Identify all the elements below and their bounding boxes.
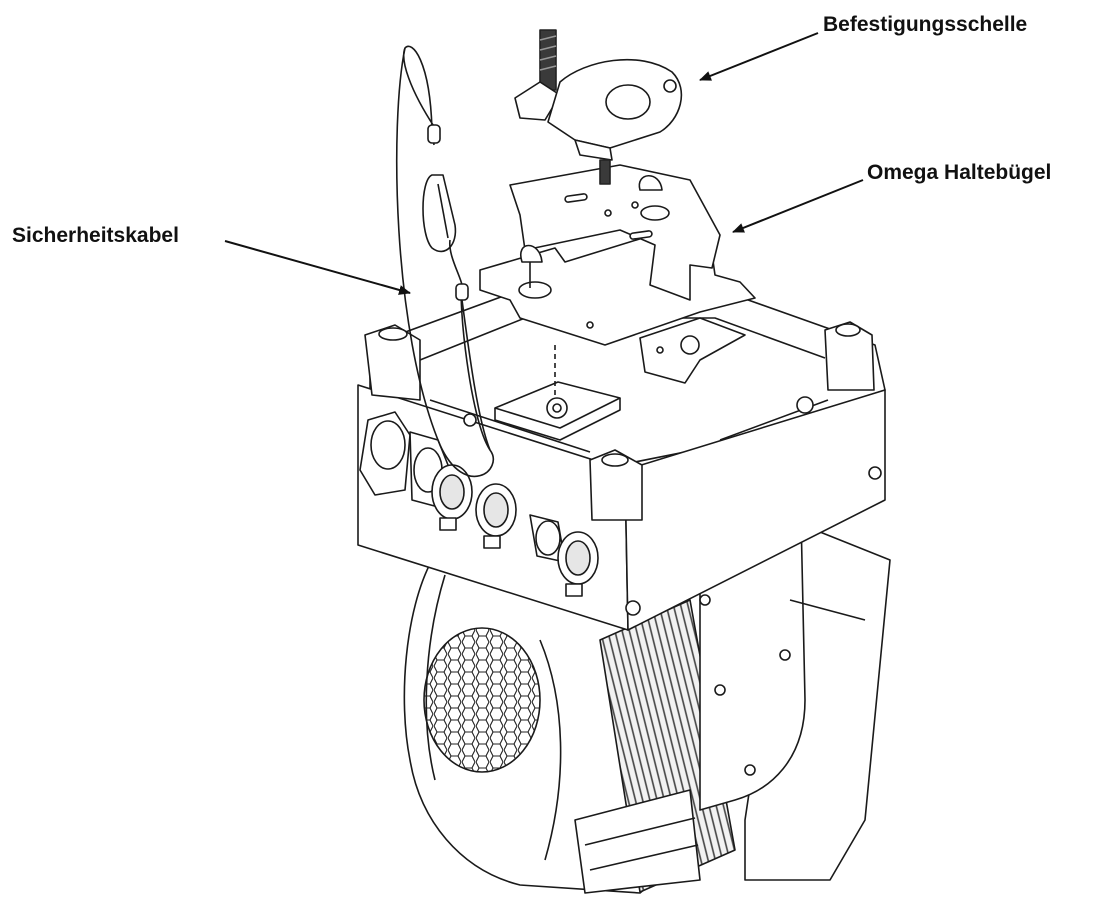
safety-cable [395, 45, 495, 478]
omega-bracket [479, 164, 756, 384]
clamp-callout-arrow [699, 32, 819, 81]
safety-cable-label: Sicherheitskabel [12, 224, 179, 247]
cable-callout-arrow [224, 240, 411, 295]
clamp-label: Befestigungsschelle [823, 13, 1028, 36]
omega-bracket-label: Omega Haltebügel [867, 161, 1052, 184]
bracket-callout-arrow [732, 179, 864, 233]
speaker-grille [423, 627, 541, 773]
mounting-clamp [514, 29, 683, 185]
rear-connector-panel [359, 411, 599, 597]
